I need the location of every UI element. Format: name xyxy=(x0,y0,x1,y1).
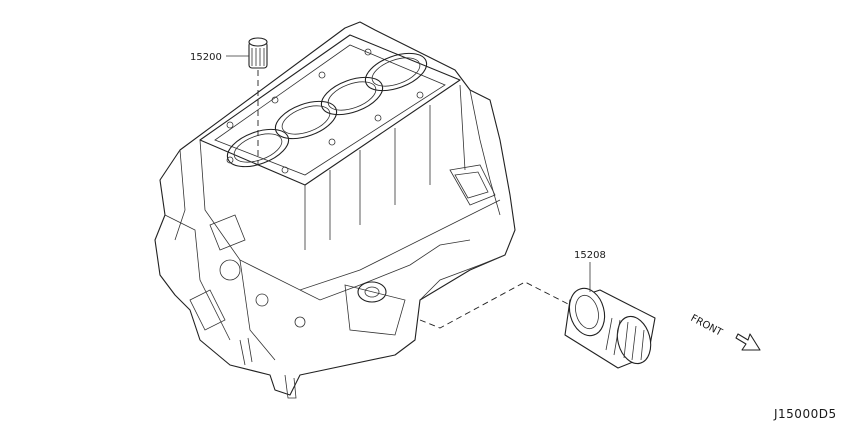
engine-block xyxy=(154,21,516,399)
front-arrow-icon xyxy=(735,333,761,351)
diagram-code: J15000D5 xyxy=(773,407,837,421)
callout-15200: 15200 xyxy=(190,52,222,63)
filter-dash-line xyxy=(419,281,571,329)
front-label: FRONT xyxy=(689,313,725,339)
oil-strainer-part[interactable] xyxy=(248,37,268,69)
callout-15208: 15208 xyxy=(574,250,606,261)
front-direction-indicator: FRONT xyxy=(689,313,761,351)
oil-filter-part[interactable] xyxy=(564,284,656,369)
